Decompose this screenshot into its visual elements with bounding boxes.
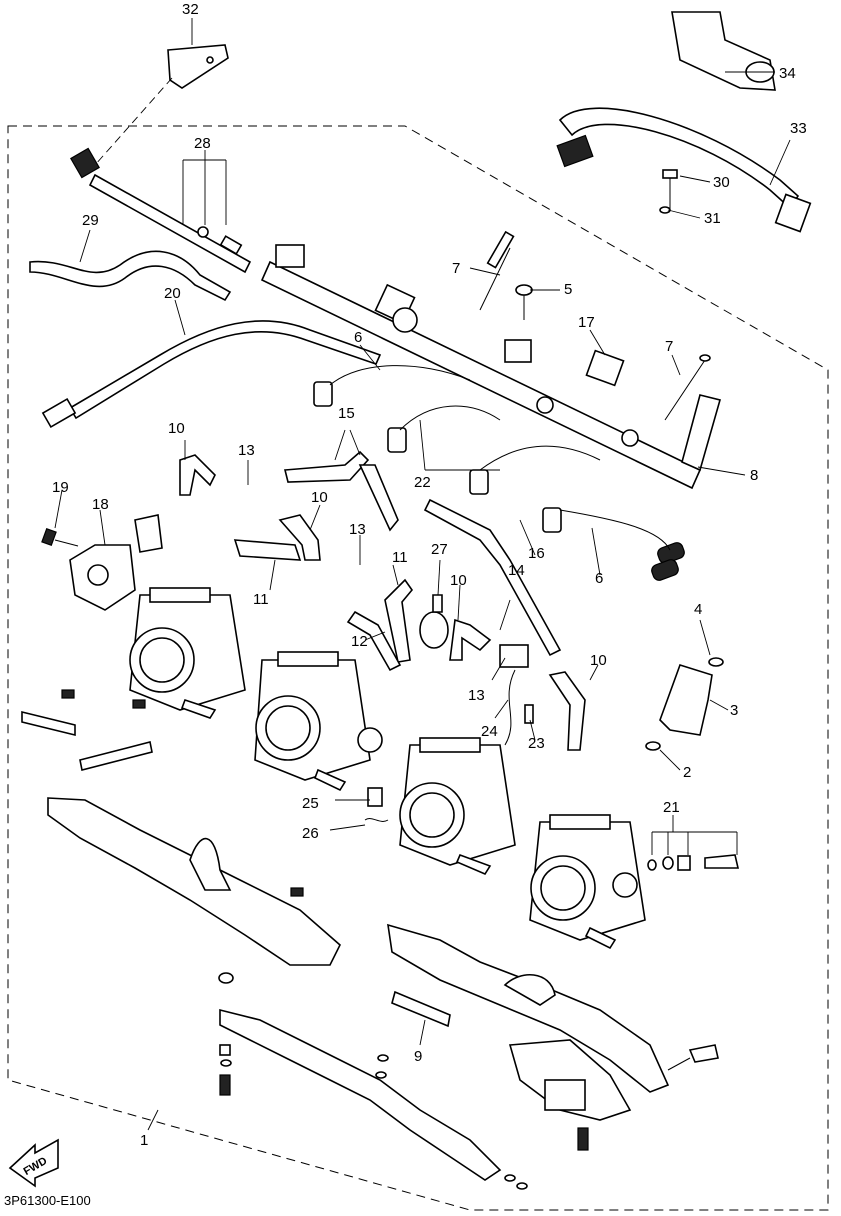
fuel-injector-3 — [645, 657, 724, 751]
bolt-7-upper — [479, 230, 515, 311]
callout-20: 20 — [164, 285, 181, 302]
callout-16: 16 — [528, 545, 545, 562]
callout-31: 31 — [704, 210, 721, 227]
callout-1: 1 — [140, 1132, 148, 1149]
callout-15: 15 — [338, 405, 355, 422]
hose-29 — [29, 250, 232, 302]
callout-6-lower: 6 — [595, 570, 603, 587]
throttle-actuator — [508, 1039, 719, 1151]
leader-lines — [54, 18, 791, 1131]
throttle-body-2 — [254, 651, 383, 792]
callout-26: 26 — [302, 825, 319, 842]
screw-set-21 — [647, 854, 740, 871]
callout-25: 25 — [302, 795, 319, 812]
callout-17: 17 — [578, 314, 595, 331]
callout-30: 30 — [713, 174, 730, 191]
callout-29: 29 — [82, 212, 99, 229]
callout-6-upper: 6 — [354, 329, 362, 346]
callout-8: 8 — [750, 467, 758, 484]
callout-10-c: 10 — [450, 572, 467, 589]
callout-13-c: 13 — [468, 687, 485, 704]
lower-bracket — [218, 972, 528, 1190]
screw-19 — [41, 527, 79, 547]
callout-28: 28 — [194, 135, 211, 152]
callout-12: 12 — [351, 633, 368, 650]
callout-22: 22 — [414, 474, 431, 491]
callout-7-right: 7 — [665, 338, 673, 355]
drawing-code: 3P61300-E100 — [4, 1193, 91, 1208]
callout-7-upper: 7 — [452, 260, 460, 277]
small-parts-23-27 — [364, 594, 534, 822]
callout-labels: 32 34 33 28 30 31 29 7 5 20 17 6 7 15 10… — [52, 1, 807, 1149]
callout-13-b: 13 — [349, 521, 366, 538]
callout-11-b: 11 — [392, 549, 408, 566]
callout-19: 19 — [52, 479, 69, 496]
throttle-body-1 — [129, 587, 246, 719]
callout-10-a: 10 — [168, 420, 185, 437]
fuel-delivery-pipe-8 — [260, 244, 721, 490]
callout-10-b: 10 — [311, 489, 328, 506]
cable-bracket-32 — [94, 44, 229, 166]
callout-14: 14 — [508, 562, 525, 579]
callout-33: 33 — [790, 120, 807, 137]
throttle-body-3 — [399, 737, 516, 876]
callout-32: 32 — [182, 1, 199, 18]
lower-left-plate — [21, 689, 341, 966]
vacuum-hoses — [179, 450, 586, 751]
callout-10-d: 10 — [590, 652, 607, 669]
callout-3: 3 — [730, 702, 738, 719]
callout-18: 18 — [92, 496, 109, 513]
callout-5: 5 — [564, 281, 572, 298]
hose-20 — [41, 320, 382, 429]
callout-4: 4 — [694, 601, 702, 618]
hose-clamp-34 — [671, 11, 776, 91]
callout-13-a: 13 — [238, 442, 255, 459]
assembly-boundary — [7, 125, 829, 1211]
callout-24: 24 — [481, 723, 498, 740]
throttle-cable-28 — [70, 147, 252, 274]
callout-23: 23 — [528, 735, 545, 752]
bolt-30 — [659, 169, 678, 214]
callout-11-a: 11 — [253, 591, 269, 608]
callout-21: 21 — [663, 799, 680, 816]
fwd-arrow-icon: FWD — [8, 1138, 59, 1188]
bolt-7-lower — [664, 354, 711, 421]
callout-2: 2 — [683, 764, 691, 781]
lower-right-plate — [387, 923, 670, 1093]
callout-34: 34 — [779, 65, 796, 82]
throttle-position-sensor-18 — [69, 514, 163, 611]
bolt-5 — [515, 284, 533, 320]
callout-27: 27 — [431, 541, 448, 558]
connectors — [313, 365, 685, 581]
callout-9: 9 — [414, 1048, 422, 1065]
throttle-body-4 — [529, 814, 646, 950]
fuel-hose-33 — [556, 107, 812, 233]
